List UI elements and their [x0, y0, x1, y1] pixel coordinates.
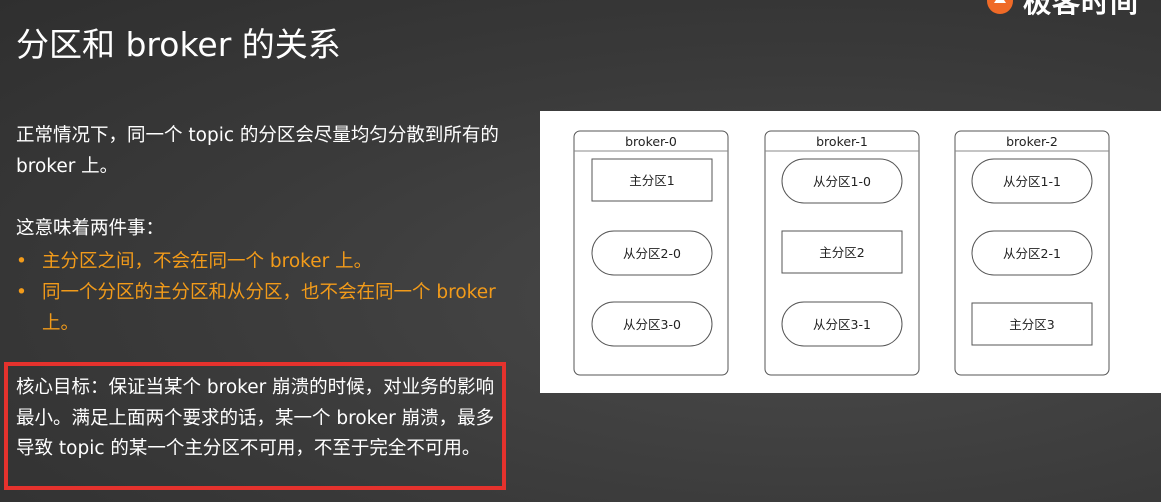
rule-text: 同一个分区的主分区和从分区，也不会在同一个 broker 上。	[42, 282, 496, 334]
partition-follower	[971, 230, 1093, 276]
partition-follower	[971, 158, 1093, 204]
partition-label: 从分区1-1	[1003, 174, 1061, 189]
partition-label: 从分区1-0	[813, 174, 871, 189]
brand-mark-icon	[986, 0, 1013, 14]
partition-follower	[591, 230, 713, 276]
partition-label: 主分区3	[1009, 317, 1054, 332]
partition-label: 从分区2-1	[1003, 246, 1061, 261]
rule-text: 主分区之间，不会在同一个 broker 上。	[42, 251, 373, 272]
partition-label: 从分区3-1	[813, 317, 871, 332]
broker-column: broker-0 主分区1 从分区2-0 从分区3-0	[573, 130, 729, 376]
broker-column: broker-2 从分区1-1 从分区2-1 主分区3	[954, 130, 1110, 376]
partition-leader	[591, 158, 713, 202]
goal-highlight-box	[4, 362, 506, 490]
broker-name: broker-0	[625, 134, 677, 149]
bullet-dot-icon: •	[16, 282, 27, 303]
intro-paragraph: 正常情况下，同一个 topic 的分区会尽量均匀分散到所有的 broker 上。	[16, 125, 499, 177]
partition-follower	[591, 301, 713, 347]
partition-label: 主分区2	[819, 245, 864, 260]
broker-partition-diagram: broker-0 主分区1 从分区2-0 从分区3-0 broker-1 从分区…	[540, 111, 1161, 393]
broker-column: broker-1 从分区1-0 主分区2 从分区3-1	[764, 130, 920, 376]
partition-label: 从分区3-0	[623, 317, 681, 332]
meaning-heading: 这意味着两件事：	[16, 218, 165, 239]
brand-logo: 极客时间	[985, 0, 1139, 19]
partition-follower	[781, 301, 903, 347]
rule-item: • 主分区之间，不会在同一个 broker 上。	[16, 246, 506, 277]
goal-text: 核心目标：保证当某个 broker 崩溃的时候，对业务的影响最小。满足上面两个要…	[16, 377, 495, 459]
partition-follower	[781, 158, 903, 204]
bullet-dot-icon: •	[16, 251, 27, 272]
broker-name: broker-1	[816, 134, 868, 149]
diagram-canvas: broker-0 主分区1 从分区2-0 从分区3-0 broker-1 从分区…	[573, 130, 1110, 376]
rules-list: • 主分区之间，不会在同一个 broker 上。 • 同一个分区的主分区和从分区…	[16, 246, 506, 339]
slide-title: 分区和 broker 的关系	[16, 25, 341, 64]
partition-label: 从分区2-0	[623, 246, 681, 261]
broker-name: broker-2	[1006, 134, 1058, 149]
partition-leader	[781, 230, 903, 274]
brand-name: 极客时间	[1022, 0, 1139, 19]
rule-item: • 同一个分区的主分区和从分区，也不会在同一个 broker 上。	[16, 277, 506, 339]
partition-leader	[971, 302, 1093, 346]
partition-label: 主分区1	[629, 173, 674, 188]
